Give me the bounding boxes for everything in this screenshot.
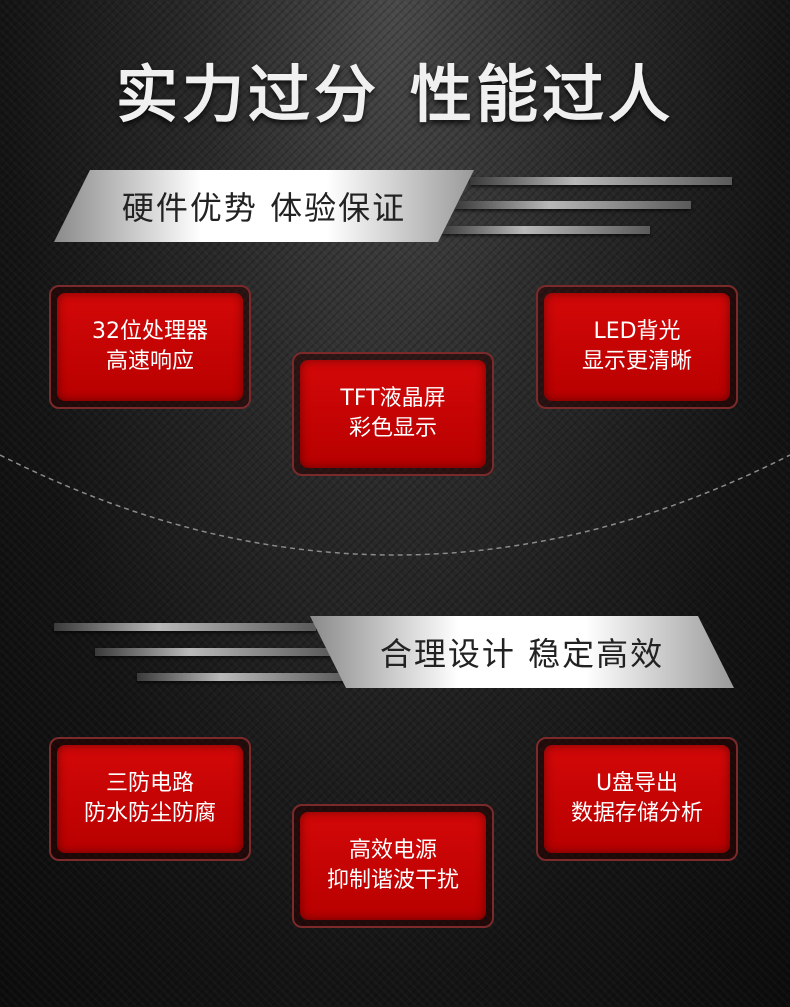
feature-card: TFT液晶屏 彩色显示	[292, 352, 494, 476]
feature-card-line1: 三防电路	[105, 771, 194, 796]
feature-card: 高效电源 抑制谐波干扰	[292, 804, 494, 928]
decor-line	[95, 648, 331, 656]
feature-card-line2: 高速响应	[105, 349, 194, 374]
feature-card: 32位处理器 高速响应	[49, 285, 251, 409]
feature-card-line1: 32位处理器	[92, 319, 208, 344]
section1-banner-text: 硬件优势 体验保证	[121, 189, 407, 227]
feature-card-line1: U盘导出	[595, 771, 679, 796]
feature-card-line2: 抑制谐波干扰	[326, 868, 459, 893]
feature-card: U盘导出 数据存储分析	[536, 737, 738, 861]
feature-card-body: U盘导出 数据存储分析	[544, 745, 730, 853]
headline-part1: 实力过分	[115, 58, 380, 131]
decor-line	[54, 623, 316, 631]
decor-line	[455, 201, 691, 209]
headline-part2: 性能过人	[410, 58, 675, 131]
section1-banner: 硬件优势 体验保证	[54, 170, 474, 242]
decor-line	[440, 226, 650, 234]
feature-card: LED背光 显示更清晰	[536, 285, 738, 409]
section2-banner: 合理设计 稳定高效	[310, 616, 734, 688]
feature-card-body: TFT液晶屏 彩色显示	[300, 360, 486, 468]
section2-banner-text: 合理设计 稳定高效	[379, 635, 665, 673]
feature-card-line2: 数据存储分析	[570, 801, 703, 826]
feature-card: 三防电路 防水防尘防腐	[49, 737, 251, 861]
decor-line	[137, 673, 347, 681]
feature-card-body: LED背光 显示更清晰	[544, 293, 730, 401]
headline: 实力过分性能过人	[0, 44, 790, 134]
feature-card-body: 32位处理器 高速响应	[57, 293, 243, 401]
feature-card-body: 高效电源 抑制谐波干扰	[300, 812, 486, 920]
feature-card-body: 三防电路 防水防尘防腐	[57, 745, 243, 853]
feature-card-line2: 防水防尘防腐	[83, 801, 216, 826]
feature-card-line1: LED背光	[593, 319, 681, 344]
decor-line	[470, 177, 732, 185]
feature-card-line2: 显示更清晰	[581, 349, 692, 374]
feature-card-line1: TFT液晶屏	[340, 386, 446, 411]
feature-card-line2: 彩色显示	[348, 416, 437, 441]
feature-card-line1: 高效电源	[348, 838, 437, 863]
